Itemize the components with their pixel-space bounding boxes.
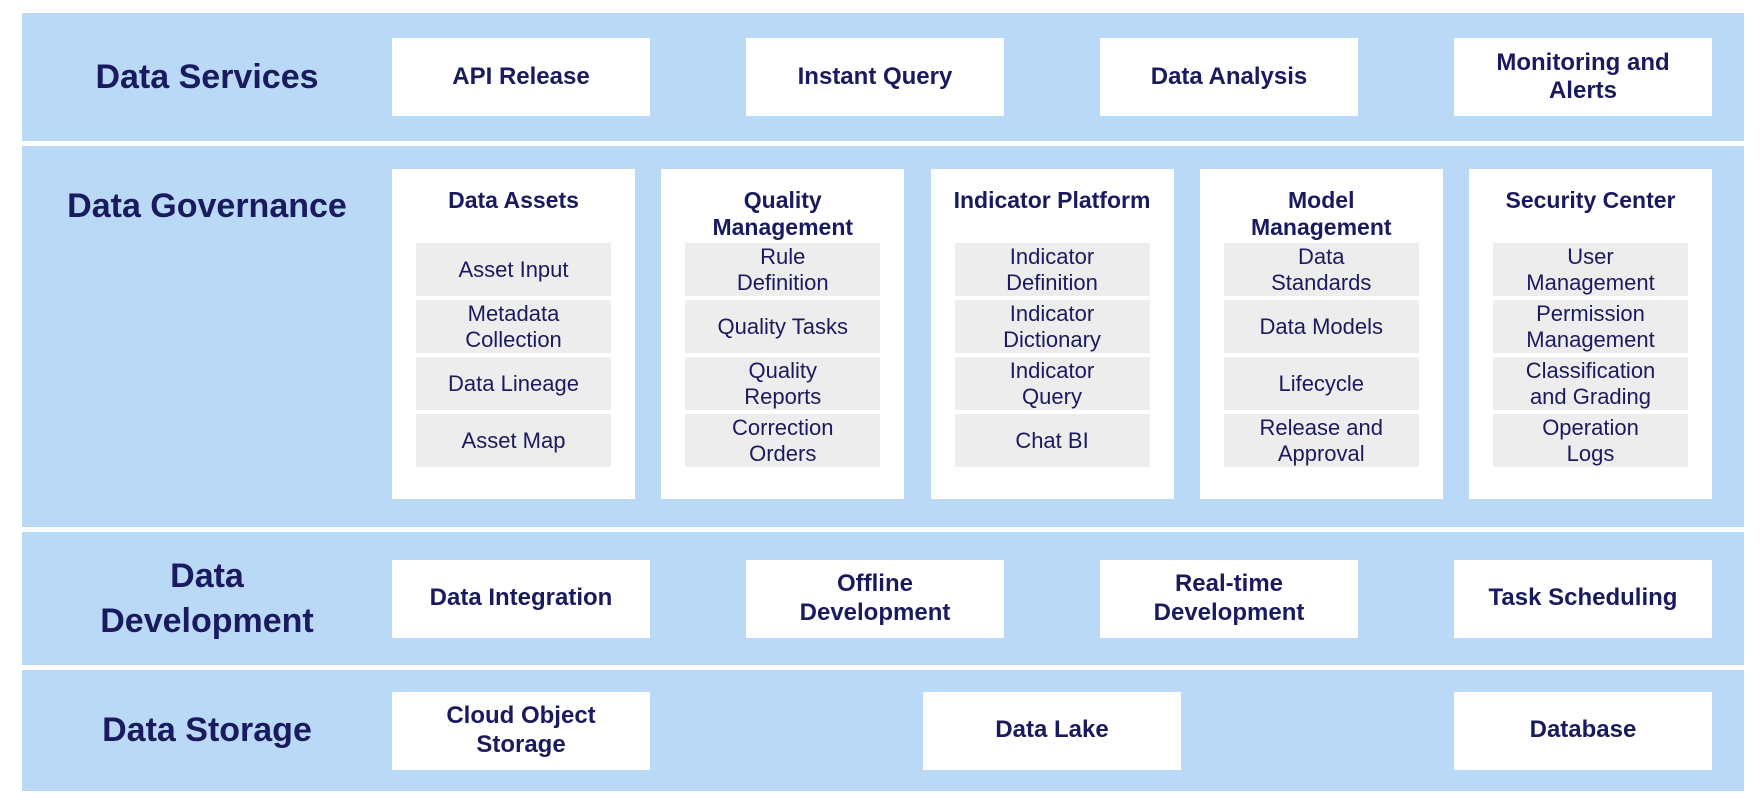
data-governance-columns: Data Assets Asset Input Metadata Collect… (392, 146, 1712, 527)
module-chip-asset-map: Asset Map (416, 414, 611, 467)
module-chip-user-management: User Management (1493, 243, 1688, 296)
service-box-data-analysis: Data Analysis (1100, 38, 1358, 116)
governance-column-quality-management: Quality Management Rule Definition Quali… (661, 169, 905, 499)
data-platform-architecture-diagram: Data Services API Release Instant Query … (22, 13, 1744, 796)
governance-column-security-center: Security Center User Management Permissi… (1469, 169, 1712, 499)
column-title: Quality Management (712, 187, 854, 241)
column-items: Rule Definition Quality Tasks Quality Re… (661, 243, 904, 467)
module-chip-quality-tasks: Quality Tasks (685, 300, 881, 353)
development-box-realtime-development: Real-time Development (1100, 559, 1358, 638)
column-title: Indicator Platform (953, 187, 1151, 213)
row-label-data-development: Data Development (100, 557, 314, 640)
module-chip-chat-bi: Chat BI (954, 414, 1150, 467)
governance-column-data-assets: Data Assets Asset Input Metadata Collect… (392, 169, 635, 499)
storage-box-database: Database (1454, 691, 1712, 770)
column-items: Asset Input Metadata Collection Data Lin… (392, 243, 635, 467)
module-chip-permission-management: Permission Management (1493, 300, 1688, 353)
row-label-data-services: Data Services (95, 57, 319, 96)
governance-column-model-management: Model Management Data Standards Data Mod… (1199, 169, 1443, 499)
module-chip-data-lineage: Data Lineage (416, 357, 611, 410)
row-label-data-governance: Data Governance (67, 187, 347, 225)
data-services-boxes: API Release Instant Query Data Analysis … (392, 13, 1712, 141)
governance-column-indicator-platform: Indicator Platform Indicator Definition … (930, 169, 1174, 499)
module-chip-data-standards: Data Standards (1223, 243, 1419, 296)
module-chip-metadata-collection: Metadata Collection (416, 300, 611, 353)
column-items: User Management Permission Management Cl… (1469, 243, 1712, 467)
service-box-monitoring-alerts: Monitoring and Alerts (1454, 38, 1712, 116)
module-chip-operation-logs: Operation Logs (1493, 414, 1688, 467)
module-chip-classification-grading: Classification and Grading (1493, 357, 1688, 410)
module-chip-lifecycle: Lifecycle (1223, 357, 1419, 410)
column-title: Security Center (1505, 187, 1676, 213)
data-development-boxes: Data Integration Offline Development Rea… (392, 532, 1712, 665)
row-data-services: Data Services API Release Instant Query … (22, 13, 1744, 141)
module-chip-quality-reports: Quality Reports (685, 357, 881, 410)
row-data-governance: Data Governance Data Assets Asset Input … (22, 146, 1744, 527)
module-chip-indicator-query: Indicator Query (954, 357, 1150, 410)
module-chip-release-approval: Release and Approval (1223, 414, 1419, 467)
column-title: Data Assets (448, 187, 579, 213)
storage-box-data-lake: Data Lake (923, 691, 1181, 770)
module-chip-correction-orders: Correction Orders (685, 414, 881, 467)
row-data-development: Data Development Data Integration Offlin… (22, 532, 1744, 665)
development-box-offline-development: Offline Development (746, 559, 1004, 638)
column-items: Indicator Definition Indicator Dictionar… (931, 243, 1174, 467)
development-box-task-scheduling: Task Scheduling (1454, 559, 1712, 638)
column-title: Model Management (1250, 187, 1392, 241)
data-storage-boxes: Cloud Object Storage Data Lake Database (392, 670, 1712, 791)
service-box-api-release: API Release (392, 38, 650, 116)
service-box-instant-query: Instant Query (746, 38, 1004, 116)
row-label-data-storage: Data Storage (102, 711, 312, 750)
development-box-data-integration: Data Integration (392, 559, 650, 638)
module-chip-data-models: Data Models (1223, 300, 1419, 353)
module-chip-rule-definition: Rule Definition (685, 243, 881, 296)
row-data-storage: Data Storage Cloud Object Storage Data L… (22, 670, 1744, 791)
module-chip-indicator-dictionary: Indicator Dictionary (954, 300, 1150, 353)
module-chip-asset-input: Asset Input (416, 243, 611, 296)
storage-box-cloud-object-storage: Cloud Object Storage (392, 691, 650, 770)
module-chip-indicator-definition: Indicator Definition (954, 243, 1150, 296)
column-items: Data Standards Data Models Lifecycle Rel… (1200, 243, 1443, 467)
